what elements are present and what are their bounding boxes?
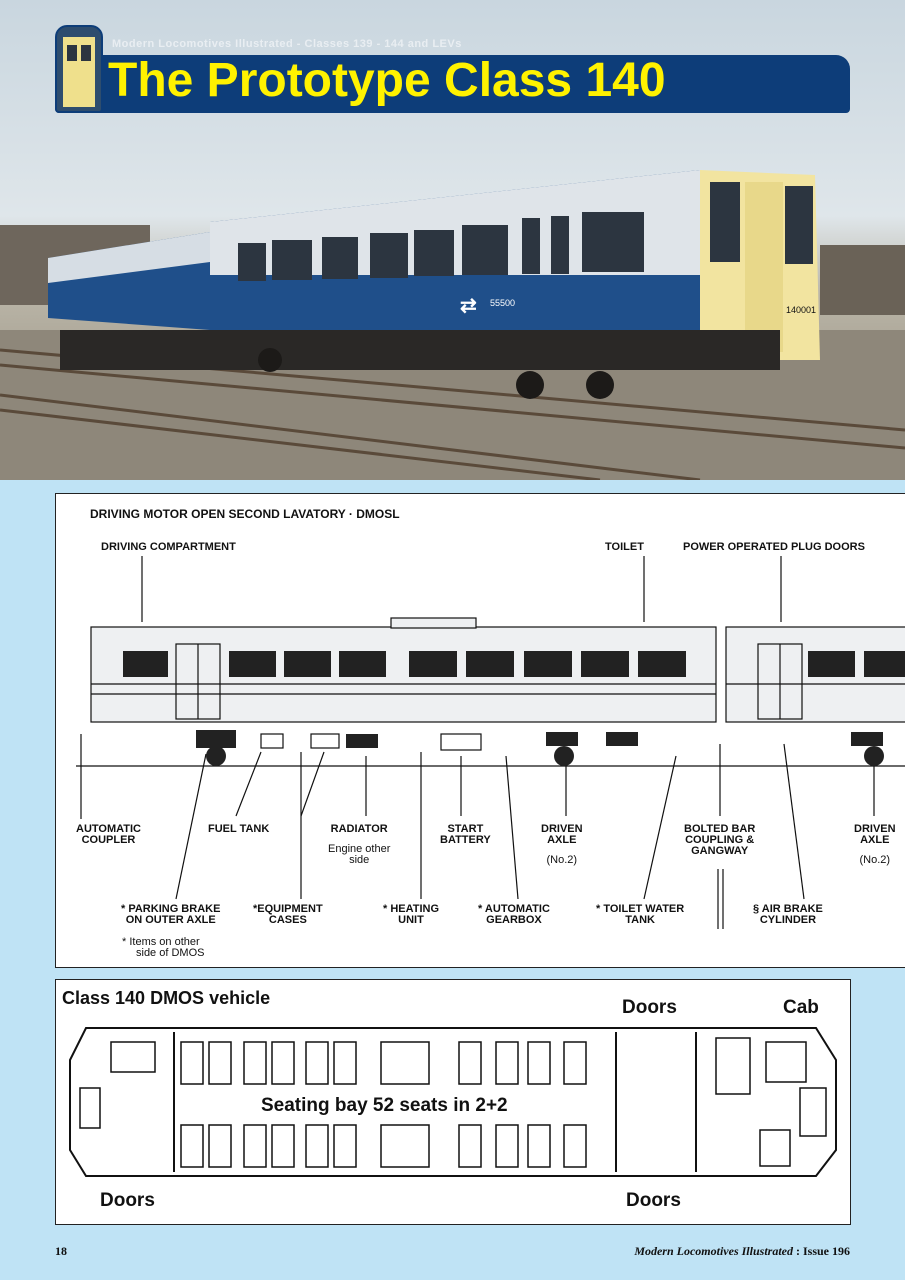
page-title: The Prototype Class 140 [108, 54, 666, 107]
front-number: 140001 [786, 305, 817, 315]
series-title: Modern Locomotives Illustrated - Classes… [112, 38, 462, 50]
side-elevation-diagram: DRIVING MOTOR OPEN SECOND LAVATORY · DMO… [55, 493, 905, 968]
train-illustration: ⇄ [0, 170, 905, 480]
issue-number: : Issue 196 [795, 1244, 850, 1258]
label-toilet: TOILET [605, 541, 644, 553]
magazine-footer: Modern Locomotives Illustrated : Issue 1… [634, 1244, 850, 1259]
thumbnail-image [55, 25, 103, 113]
label-driven-axle: DRIVEN AXLE (No.2) [541, 823, 583, 866]
label-plug-doors: POWER OPERATED PLUG DOORS [683, 541, 865, 553]
floor-plan-diagram: Class 140 DMOS vehicle Doors Cab [55, 979, 851, 1225]
label-driving-compartment: DRIVING COMPARTMENT [101, 541, 236, 553]
label-toilet-water-tank: * TOILET WATER TANK [596, 903, 685, 926]
label-fuel-tank: FUEL TANK [208, 823, 270, 835]
label-heating-unit: * HEATING UNIT [383, 903, 440, 926]
diagram1-title: DRIVING MOTOR OPEN SECOND LAVATORY · DMO… [90, 507, 400, 521]
page-number: 18 [55, 1244, 67, 1258]
unit-number: 55500 [490, 298, 516, 308]
label-bolted-bar-coupling: BOLTED BAR COUPLING & GANGWAY [684, 823, 756, 857]
vehicle-drawing [76, 556, 905, 929]
label-radiator: RADIATOR Engine other side [328, 823, 391, 866]
label-parking-brake: * PARKING BRAKE ON OUTER AXLE [121, 903, 221, 926]
label-driven-axle-2: DRIVEN AXLE (No.2) [854, 823, 896, 866]
floor-plan-drawing [69, 1027, 837, 1177]
label-air-brake-cylinder: § AIR BRAKE CYLINDER [753, 903, 823, 926]
label-automatic-coupler: AUTOMATIC COUPLER [76, 823, 141, 846]
magazine-name: Modern Locomotives Illustrated [634, 1244, 793, 1258]
title-banner [55, 55, 850, 113]
label-cab: Cab [783, 997, 819, 1018]
label-doors-bottom-left: Doors [100, 1190, 155, 1211]
diagram2-title: Class 140 DMOS vehicle [62, 988, 271, 1008]
svg-text:⇄: ⇄ [460, 295, 477, 317]
label-start-battery: START BATTERY [440, 823, 491, 846]
label-doors-top: Doors [622, 997, 677, 1018]
label-equipment-cases: *EQUIPMENT CASES [253, 903, 323, 926]
label-seating-bay: Seating bay 52 seats in 2+2 [261, 1095, 508, 1116]
label-automatic-gearbox: * AUTOMATIC GEARBOX [478, 903, 550, 926]
label-doors-bottom-right: Doors [626, 1190, 681, 1211]
label-items-note: * Items on other side of DMOS [122, 936, 205, 959]
